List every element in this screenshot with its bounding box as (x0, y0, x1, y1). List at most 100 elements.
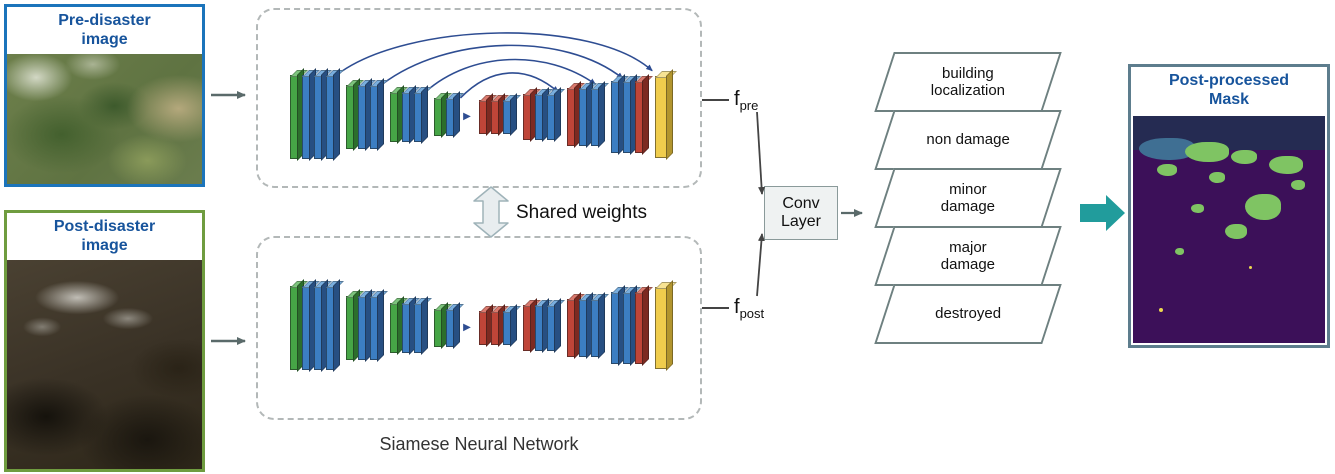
cnn-layer-blue (579, 299, 589, 357)
cnn-layer-green (289, 75, 299, 159)
class-sheet-major-damage: major damage (874, 226, 1062, 286)
encoder-decoder-arrow-icon: ▶ (463, 111, 471, 122)
mask-blob (1249, 266, 1252, 270)
siamese-network-caption: Siamese Neural Network (379, 434, 579, 454)
mask-title: Post-processed Mask (1168, 72, 1290, 109)
mask-blob (1159, 308, 1163, 313)
cnn-layer-red (567, 299, 577, 357)
class-label: major damage (940, 238, 996, 273)
cnn-layer-red (479, 311, 489, 345)
cnn-layer-blue (401, 303, 411, 353)
cnn-layer-green (345, 85, 355, 149)
post-processed-mask-card: Post-processed Mask (1128, 64, 1330, 348)
mask-blob (1225, 224, 1247, 240)
post-disaster-satellite-image (7, 260, 202, 469)
feature-post-label: fpost (734, 296, 764, 321)
cnn-layer-blue (301, 286, 311, 370)
conv-layer-box: Conv Layer (764, 186, 838, 240)
cnn-layer-blue (535, 305, 545, 351)
cnn-layer-blue (445, 98, 455, 136)
cnn-layer-blue (623, 292, 633, 364)
mask-blob (1185, 142, 1229, 163)
class-sheet-building-localization: building localization (874, 52, 1062, 112)
cnn-layer-group (478, 311, 514, 345)
cnn-layer-green (389, 92, 399, 142)
cnn-layer-group (344, 296, 380, 360)
post-disaster-card: Post-disaster image (4, 210, 205, 472)
output-arrow-icon (1080, 195, 1125, 231)
class-sheet-minor-damage: minor damage (874, 168, 1062, 228)
cnn-layer-red (635, 81, 645, 153)
cnn-layer-group (344, 85, 380, 149)
cnn-layer-blue (611, 292, 621, 364)
cnn-layer-yellow (655, 76, 669, 158)
cnn-layer-green (289, 286, 299, 370)
cnn-layer-group (432, 98, 456, 136)
cnn-layer-blue (547, 94, 557, 140)
cnn-layer-green (433, 98, 443, 136)
cnn-layer-blue (357, 85, 367, 149)
mask-blob (1269, 156, 1303, 175)
cnn-layer-group (388, 303, 424, 353)
cnn-layer-yellow (655, 287, 669, 369)
class-sheet-non-damage: non damage (874, 110, 1062, 170)
shared-weights-arrow-icon (473, 186, 509, 238)
f-post-sub: post (739, 306, 765, 321)
mask-blob (1139, 138, 1195, 161)
cnn-layer-blue (313, 286, 323, 370)
cnn-layer-blue (503, 311, 513, 345)
cnn-layer-group (288, 286, 336, 370)
cnn-layer-blue (325, 75, 335, 159)
cnn-layer-blue (591, 299, 601, 357)
shared-weights-label: Shared weights (516, 202, 647, 223)
feature-pre-label: fpre (734, 88, 758, 113)
class-label: building localization (930, 64, 1006, 99)
cnn-layer-red (479, 100, 489, 134)
cnn-layer-red (523, 94, 533, 140)
cnn-layer-blue (535, 94, 545, 140)
cnn-layer-red (523, 305, 533, 351)
mask-blob (1231, 150, 1257, 165)
f-pre-sub: pre (739, 98, 759, 113)
cnn-layer-blue (301, 75, 311, 159)
mask-blob (1209, 172, 1225, 184)
cnn-layer-blue (413, 92, 423, 142)
class-label: non damage (926, 131, 1010, 149)
mask-blob (1157, 164, 1177, 177)
class-sheet-destroyed: destroyed (874, 284, 1062, 344)
segmentation-mask-image (1133, 116, 1325, 343)
class-label: minor damage (940, 180, 996, 215)
cnn-layer-group (566, 88, 602, 146)
cnn-layer-green (389, 303, 399, 353)
cnn-layer-blue (503, 100, 513, 134)
pre-disaster-satellite-image (7, 54, 202, 184)
cnn-layer-blue (445, 309, 455, 347)
cnn-layer-group (654, 287, 670, 369)
cnn-layer-red (491, 311, 501, 345)
f-pre-base: f (734, 88, 740, 110)
mask-blob (1245, 194, 1281, 221)
cnn-layer-blue (623, 81, 633, 153)
cnn-layer-blue (357, 296, 367, 360)
cnn-layer-group (610, 81, 646, 153)
encoder-decoder-arrow-icon: ▶ (463, 322, 471, 333)
conv-layer-label: Conv Layer (780, 194, 822, 230)
cnn-layer-blue (591, 88, 601, 146)
cnn-layer-blue (369, 85, 379, 149)
mask-blob (1191, 204, 1204, 214)
cnn-layer-group (610, 292, 646, 364)
cnn-layer-group (566, 299, 602, 357)
cnn-layer-blue (325, 286, 335, 370)
cnn-row-post: ▶ (258, 248, 700, 408)
cnn-layer-group (432, 309, 456, 347)
encoder-decoder-network-pre: ▶ (256, 8, 702, 188)
cnn-layer-group (388, 92, 424, 142)
cnn-layer-blue (313, 75, 323, 159)
cnn-layer-blue (611, 81, 621, 153)
encoder-decoder-network-post: ▶ (256, 236, 702, 420)
cnn-layer-blue (413, 303, 423, 353)
pre-disaster-card: Pre-disaster image (4, 4, 205, 187)
cnn-layer-red (491, 100, 501, 134)
class-label: destroyed (935, 305, 1001, 323)
